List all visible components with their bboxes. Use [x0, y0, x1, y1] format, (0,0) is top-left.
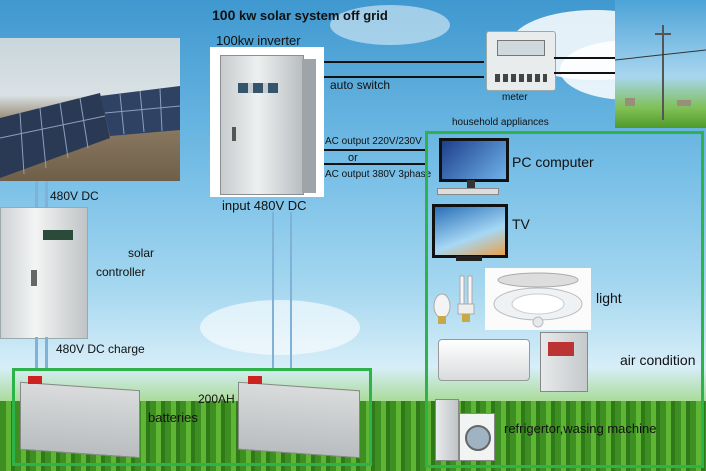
solar-controller-cabinet	[0, 207, 88, 339]
auto-switch-wire-top	[324, 61, 484, 63]
battery-body	[20, 381, 140, 459]
ac-outdoor-unit-panel	[548, 342, 574, 356]
electric-meter	[486, 31, 556, 91]
pc-monitor	[439, 138, 509, 182]
ac-label: air condition	[620, 352, 696, 368]
inverter-body	[220, 55, 304, 195]
appliances-frame	[425, 131, 704, 468]
charge-wire	[35, 337, 38, 370]
diagram-title: 100 kw solar system off grid	[212, 7, 388, 23]
ac-wire-bottom	[324, 163, 428, 165]
fridge-label: refrigertor,wasing machine	[504, 421, 657, 436]
inverter-handle	[232, 127, 236, 141]
dc-charge-label: 480V DC charge	[56, 342, 145, 356]
auto-switch-label: auto switch	[330, 78, 391, 92]
chandelier-image	[485, 268, 591, 330]
inverter-cabinet	[210, 47, 324, 197]
ac-outdoor-unit-image	[536, 330, 592, 394]
inverter-side	[302, 59, 316, 193]
dc-wire	[45, 181, 48, 207]
charge-wire	[45, 337, 48, 370]
dc-wire	[35, 181, 38, 207]
ac-wall-unit-body	[438, 339, 530, 381]
pc-stand	[467, 180, 475, 188]
input-label: input 480V DC	[222, 198, 307, 213]
solar-label: solar	[128, 246, 155, 260]
tv-stand	[456, 256, 482, 261]
battery-wire	[272, 212, 274, 370]
household-label: household appliances	[452, 117, 549, 128]
controller-lock	[31, 270, 37, 286]
ac-wire-top	[324, 149, 428, 151]
battery-terminal	[248, 376, 262, 384]
cloud	[200, 300, 360, 355]
tv-screen	[432, 204, 508, 258]
batteries-label: batteries	[148, 410, 198, 425]
controller-label: controller	[96, 265, 146, 279]
cloud	[330, 5, 450, 45]
solar-panel-array-photo	[0, 38, 180, 181]
batteries-frame	[12, 368, 372, 466]
tv-image	[430, 202, 508, 264]
ac-output-2-label: AC output 380V 3phase	[325, 169, 432, 180]
battery-wire	[290, 212, 292, 370]
battery-image	[16, 372, 146, 460]
washer-drum	[465, 425, 491, 451]
battery-capacity-label: 200AH	[198, 392, 235, 406]
light-label: light	[596, 290, 622, 306]
grid-wire-bottom	[554, 72, 616, 74]
meter-label: meter	[502, 92, 528, 103]
bulbs-image	[430, 272, 485, 330]
auto-switch-wire-bottom	[324, 76, 484, 78]
battery-terminal	[28, 376, 42, 384]
tv-label: TV	[512, 216, 530, 232]
power-grid-photo	[615, 0, 706, 128]
ac-wall-unit-image	[436, 337, 532, 387]
battery-body	[238, 381, 360, 459]
ac-outdoor-unit-body	[540, 332, 588, 392]
pc-label: PC computer	[512, 154, 594, 170]
grid-wire-top	[554, 57, 616, 59]
fridge-body	[435, 399, 459, 461]
pc-keyboard	[437, 188, 499, 195]
inverter-meters	[238, 83, 278, 93]
controller-display	[43, 230, 73, 240]
fridge-washer-image	[433, 395, 495, 463]
dc-label: 480V DC	[50, 189, 99, 203]
battery-image	[234, 372, 366, 460]
meter-terminals	[495, 74, 547, 82]
pc-computer-image	[433, 136, 509, 196]
ac-or-label: or	[348, 152, 358, 164]
inverter-label: 100kw inverter	[216, 33, 301, 48]
meter-window	[497, 40, 545, 56]
ac-output-1-label: AC output 220V/230V	[325, 136, 422, 147]
